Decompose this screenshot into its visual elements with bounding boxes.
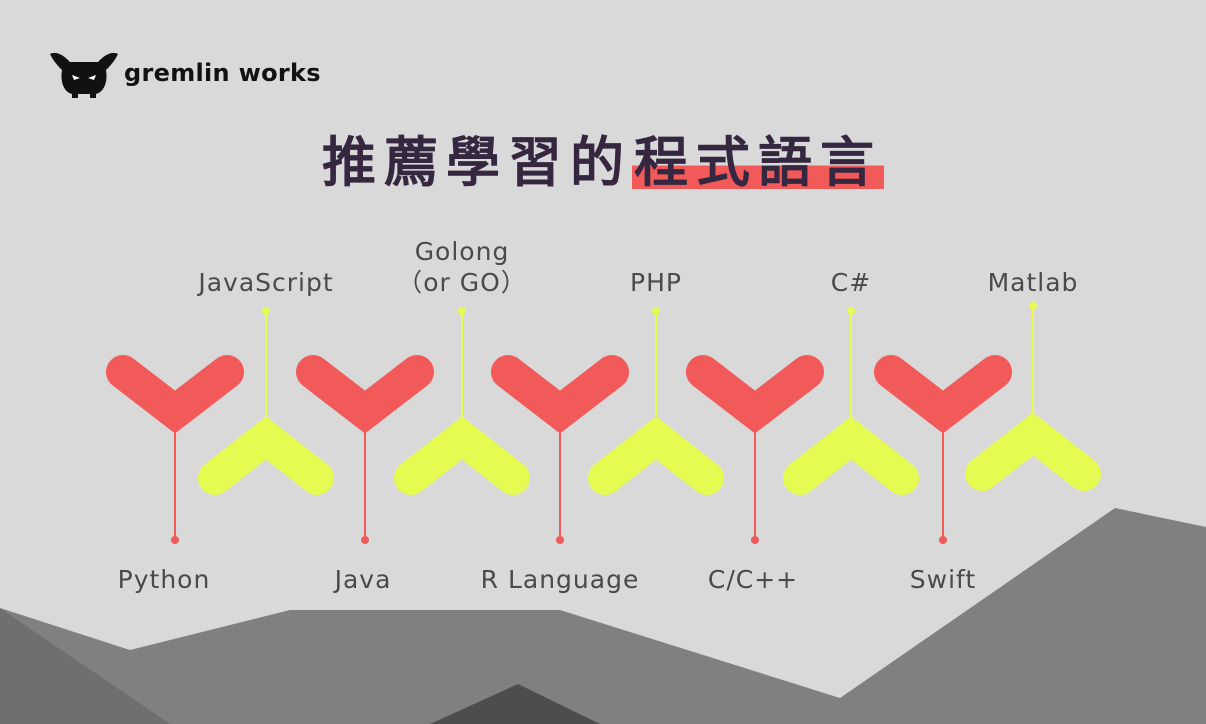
language-label-bottom-4: Swift: [910, 565, 976, 594]
language-label-bottom-2: R Language: [481, 565, 640, 594]
page-title: 推薦學習的程式語言: [0, 118, 1206, 197]
connector-dot-4: [939, 536, 947, 544]
connector-dot-3: [751, 536, 759, 544]
language-label-top-1-line-0: Golong: [415, 237, 510, 266]
language-label-bottom-1: Java: [333, 565, 392, 594]
gremlin-icon: [50, 52, 118, 98]
language-label-top-3-line-0: C#: [831, 268, 871, 297]
yellow-chevron-4: [965, 412, 1101, 491]
red-chevron-0: [106, 355, 244, 434]
language-label-top-4-line-0: Matlab: [988, 268, 1079, 297]
language-label-bottom-0: Python: [118, 565, 211, 594]
connector-dot-top-2: [652, 307, 660, 315]
connector-dot-2: [556, 536, 564, 544]
language-label-bottom-3: C/C++: [708, 565, 798, 594]
language-label-top-1-line-1: （or GO）: [397, 268, 527, 297]
title-part1: 推薦學習的: [322, 131, 632, 194]
connector-dot-1: [361, 536, 369, 544]
red-chevron-3: [686, 355, 824, 434]
yellow-chevron-0: [198, 416, 334, 495]
brand-name: gremlin works: [124, 59, 321, 87]
connector-dot-top-3: [847, 307, 855, 315]
connector-dot-0: [171, 536, 179, 544]
language-label-top-0-line-0: JavaScript: [196, 268, 333, 297]
yellow-chevron-3: [783, 416, 919, 495]
brand-logo: gremlin works: [46, 48, 321, 98]
red-chevron-2: [491, 355, 629, 434]
title-highlight: 程式語言: [632, 131, 884, 194]
language-label-top-2-line-0: PHP: [630, 268, 682, 297]
connector-dot-top-0: [262, 307, 270, 315]
yellow-chevron-1: [394, 416, 530, 495]
yellow-chevron-2: [588, 416, 724, 495]
red-chevron-4: [874, 355, 1012, 434]
connector-dot-top-1: [458, 307, 466, 315]
red-chevron-1: [296, 355, 434, 434]
connector-dot-top-4: [1029, 302, 1037, 310]
